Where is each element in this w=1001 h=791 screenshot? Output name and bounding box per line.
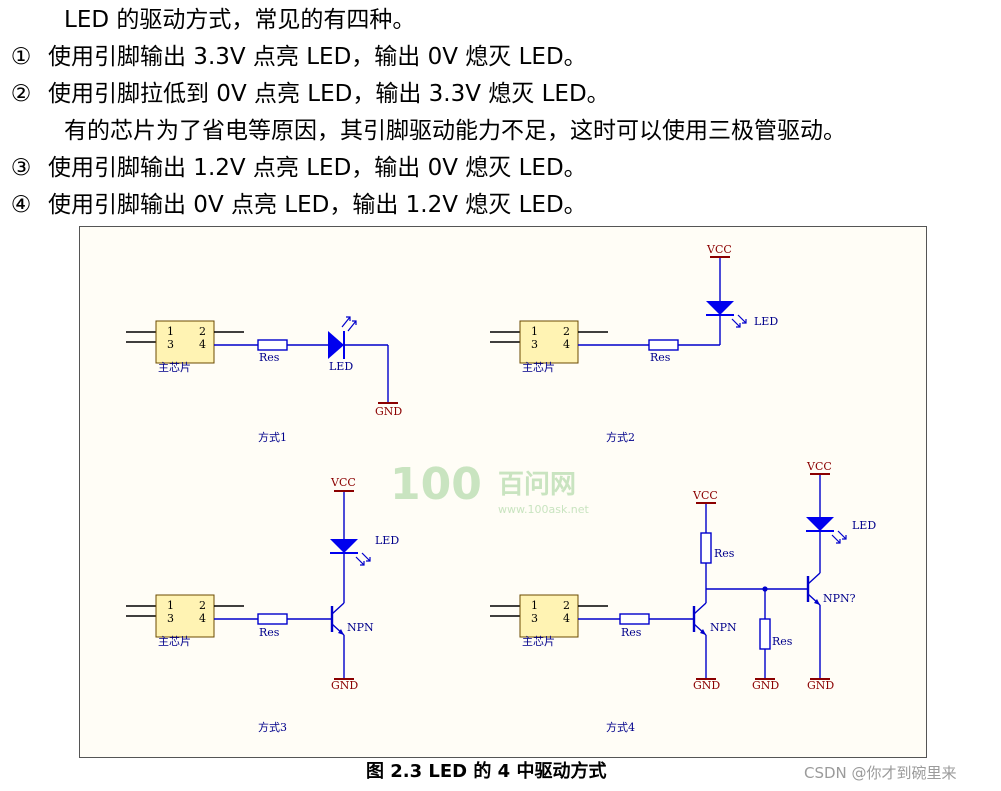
resistor-label: Res — [621, 626, 642, 639]
svg-text:2: 2 — [199, 325, 206, 338]
gnd-label: GND — [752, 679, 779, 692]
svg-text:4: 4 — [563, 612, 570, 625]
npn-label: NPN — [347, 621, 374, 634]
resistor-label: Res — [650, 351, 671, 364]
vcc-label: VCC — [706, 243, 732, 256]
gnd-label: GND — [375, 405, 402, 418]
chip-label: 主芯片 — [158, 634, 191, 648]
figure-caption: 图 2.3 LED 的 4 中驱动方式 — [366, 761, 607, 782]
led-label: LED — [852, 519, 876, 532]
svg-text:3: 3 — [531, 612, 538, 625]
method-4-label: 方式4 — [606, 720, 635, 734]
resistor-label: Res — [259, 351, 280, 364]
chip-label: 主芯片 — [522, 634, 555, 648]
vcc-label: VCC — [330, 476, 356, 489]
gnd-label: GND — [331, 679, 358, 692]
svg-text:4: 4 — [563, 338, 570, 351]
method-4-text: 使用引脚输出 0V 点亮 LED，输出 1.2V 熄灭 LED。 — [48, 192, 587, 218]
svg-text:3: 3 — [531, 338, 538, 351]
svg-text:2: 2 — [563, 599, 570, 612]
svg-text:3: 3 — [167, 338, 174, 351]
resistor-label: Res — [772, 635, 793, 648]
chip-label: 主芯片 — [522, 360, 555, 374]
transistor-note: 有的芯片为了省电等原因，其引脚驱动能力不足，这时可以使用三极管驱动。 — [64, 118, 846, 144]
watermark-logo: 100 百问网 www.100ask.net — [390, 459, 590, 516]
svg-text:4: 4 — [199, 612, 206, 625]
method-1-text: 使用引脚输出 3.3V 点亮 LED，输出 0V 熄灭 LED。 — [48, 44, 587, 70]
csdn-watermark: CSDN @你才到碗里来 — [804, 764, 957, 782]
led-driver-schematic: 100 百问网 www.100ask.net 1 2 3 4 主芯片 Res LED… — [79, 226, 927, 758]
led-label: LED — [754, 315, 778, 328]
npn-label: NPN — [710, 621, 737, 634]
watermark-url: www.100ask.net — [498, 503, 590, 516]
method-2-line: ② 使用引脚拉低到 0V 点亮 LED，输出 3.3V 熄灭 LED。 — [0, 76, 610, 112]
method-2-circuit: 1 2 3 4 主芯片 Res LED VCC 方式2 — [489, 243, 778, 444]
method-1-label: 方式1 — [258, 430, 287, 444]
method-3-line: ③ 使用引脚输出 1.2V 点亮 LED，输出 0V 熄灭 LED。 — [0, 150, 587, 186]
method-1-number: ① — [10, 44, 32, 70]
gnd-label: GND — [807, 679, 834, 692]
method-4-number: ④ — [10, 192, 32, 218]
method-4-line: ④ 使用引脚输出 0V 点亮 LED，输出 1.2V 熄灭 LED。 — [0, 187, 587, 223]
method-2-number: ② — [10, 81, 32, 107]
gnd-label: GND — [693, 679, 720, 692]
svg-text:1: 1 — [167, 325, 174, 338]
intro-text: LED 的驱动方式，常见的有四种。 — [64, 7, 416, 33]
led-label: LED — [329, 360, 353, 373]
method-2-text: 使用引脚拉低到 0V 点亮 LED，输出 3.3V 熄灭 LED。 — [48, 81, 610, 107]
svg-text:2: 2 — [199, 599, 206, 612]
svg-text:1: 1 — [167, 599, 174, 612]
npn-label: NPN? — [823, 592, 856, 605]
method-3-circuit: 1 2 3 4 主芯片 Res NPN GND LED VCC 方式3 — [125, 476, 399, 734]
method-3-text: 使用引脚输出 1.2V 点亮 LED，输出 0V 熄灭 LED。 — [48, 155, 587, 181]
method-3-number: ③ — [10, 155, 32, 181]
method-4-circuit: 1 2 3 4 主芯片 Res NPN GND Res VCC Res GND NP… — [489, 460, 876, 734]
svg-text:1: 1 — [531, 325, 538, 338]
watermark-100: 100 — [390, 459, 482, 510]
vcc-label: VCC — [806, 460, 832, 473]
led-label: LED — [375, 534, 399, 547]
watermark-name: 百问网 — [498, 470, 576, 500]
svg-text:3: 3 — [167, 612, 174, 625]
vcc-label: VCC — [692, 489, 718, 502]
resistor-label: Res — [714, 547, 735, 560]
method-1-circuit: 1 2 3 4 主芯片 Res LED GND 方式1 — [125, 316, 402, 444]
chip-label: 主芯片 — [158, 360, 191, 374]
svg-text:2: 2 — [563, 325, 570, 338]
method-2-label: 方式2 — [606, 430, 635, 444]
svg-text:1: 1 — [531, 599, 538, 612]
svg-text:4: 4 — [199, 338, 206, 351]
method-3-label: 方式3 — [258, 720, 287, 734]
resistor-label: Res — [259, 626, 280, 639]
method-1-line: ① 使用引脚输出 3.3V 点亮 LED，输出 0V 熄灭 LED。 — [0, 39, 587, 75]
